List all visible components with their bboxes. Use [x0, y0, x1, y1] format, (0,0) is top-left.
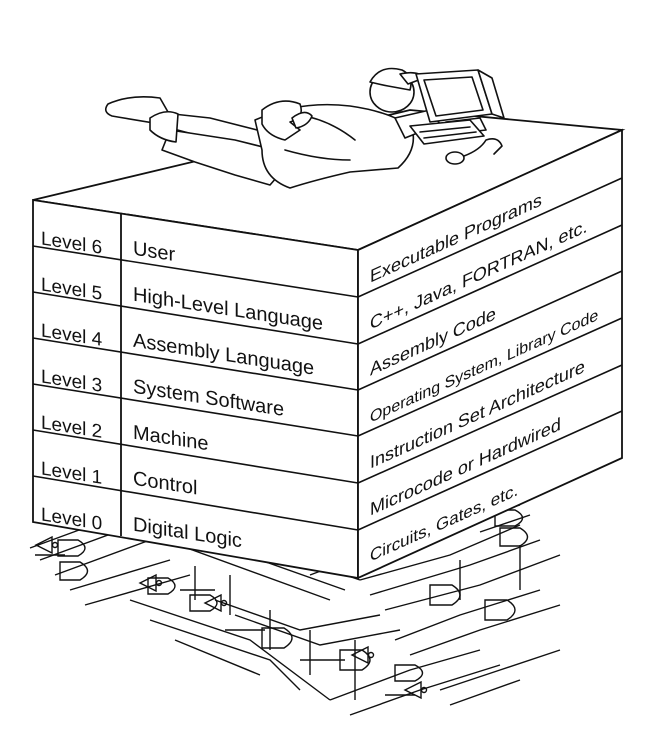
- person-illustration: [104, 67, 441, 189]
- box-right-face: [357, 128, 623, 580]
- circuit-background: [29, 504, 561, 716]
- computer-illustration: [409, 69, 505, 165]
